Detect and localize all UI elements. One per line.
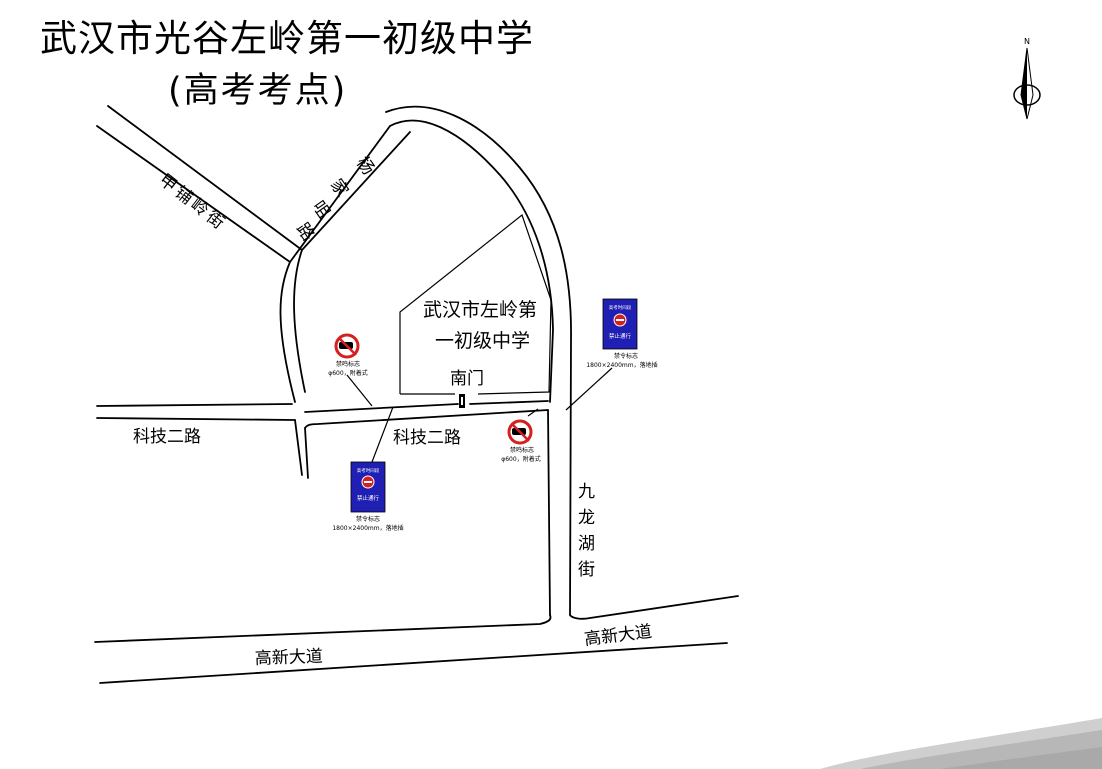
road-label-jiulonghujie-1: 九 — [578, 482, 595, 502]
sign-main-text: 禁止通行 — [357, 494, 380, 502]
map-labels: 甲 铺 岭 街 杨 家 咀 路 科技二路 科技二路 九 龙 湖 街 高新大道 高… — [133, 153, 653, 669]
sign-main-text: 禁止通行 — [609, 332, 632, 340]
road-gaoxindadao-south-edge — [99, 642, 728, 684]
sign-spec: φ600，附着式 — [501, 455, 540, 463]
sign-caption: 禁鸣标志 — [510, 446, 534, 454]
no-entry-sign-east: 高考时间段 禁止通行 禁令标志 1800×2400mm，落地插 — [586, 298, 658, 369]
road-kejierlu-west-south-edge — [96, 417, 296, 421]
road-kejierlu-south-edge — [304, 409, 549, 429]
road-jiapulingjie-south-edge — [107, 105, 303, 251]
road-gaoxindadao-north-edge-west — [94, 614, 552, 643]
school-parcel — [399, 214, 552, 395]
school-name-line1: 武汉市左岭第 — [423, 299, 537, 321]
road-arc-outer-west — [389, 119, 554, 403]
no-horn-sign-east: 禁鸣标志 φ600，附着式 — [501, 419, 541, 463]
road-arc-outer-east — [385, 105, 572, 616]
sign-top-text: 高考时间段 — [357, 467, 380, 474]
no-horn-sign-west: 禁鸣标志 φ600，附着式 — [328, 333, 368, 377]
sign-spec: 1800×2400mm，落地插 — [586, 361, 657, 369]
road-stub-south — [294, 419, 303, 476]
road-kejierlu-north-edge-west — [304, 403, 459, 413]
sign-leader-lines — [346, 367, 613, 463]
road-kejierlu-north-edge-east — [469, 400, 549, 405]
road-label-gaoxindadao-west: 高新大道 — [254, 647, 323, 669]
no-entry-sign-south: 高考时间段 禁止通行 禁令标志 1800×2400mm，落地插 — [332, 461, 404, 532]
map-title: 武汉市光谷左岭第一初级中学 — [40, 17, 534, 60]
road-label-gaoxindadao-east: 高新大道 — [583, 622, 653, 650]
sign-caption: 禁令标志 — [356, 515, 380, 523]
road-label-yangjiajulu-2: 家 — [326, 175, 352, 200]
north-label: N — [1024, 37, 1030, 46]
sign-caption: 禁令标志 — [614, 352, 638, 360]
sign-top-text: 高考时间段 — [609, 304, 632, 311]
road-west-connector-inner — [293, 249, 306, 393]
sign-spec: φ600，附着式 — [328, 369, 367, 377]
road-kejierlu-west-north-edge — [96, 403, 293, 407]
road-west-connector — [279, 261, 296, 403]
road-label-kejierlu-west: 科技二路 — [133, 427, 201, 447]
scan-texture — [820, 718, 1102, 769]
road-label-yangjiajulu-1: 杨 — [352, 153, 378, 178]
sign-caption: 禁鸣标志 — [336, 360, 360, 368]
road-label-jiulonghujie-2: 龙 — [578, 508, 595, 528]
road-jiapulingjie-north-edge — [96, 125, 291, 263]
road-network — [94, 105, 739, 684]
south-gate-marker — [459, 394, 465, 408]
north-arrow-icon: N — [1013, 37, 1041, 120]
road-gaoxindadao-north-edge-east — [569, 595, 739, 620]
road-label-jiulonghujie-3: 湖 — [578, 534, 595, 554]
road-label-yangjiajulu-4: 路 — [292, 219, 318, 244]
map-subtitle: (高考考点) — [168, 71, 348, 111]
road-yangjiajulu-east-edge — [301, 131, 411, 251]
road-label-jiulonghujie-4: 街 — [578, 560, 595, 580]
sign-spec: 1800×2400mm，落地插 — [332, 524, 403, 532]
road-jiulonghujie-west-edge — [547, 409, 551, 616]
road-label-kejierlu-east: 科技二路 — [393, 428, 461, 448]
road-stub-south-east — [304, 427, 309, 479]
school-boundary — [399, 214, 552, 395]
road-yangjiajulu-west-edge — [289, 125, 391, 263]
south-gate-label: 南门 — [450, 369, 484, 389]
school-name-line2: 一初级中学 — [435, 330, 530, 352]
